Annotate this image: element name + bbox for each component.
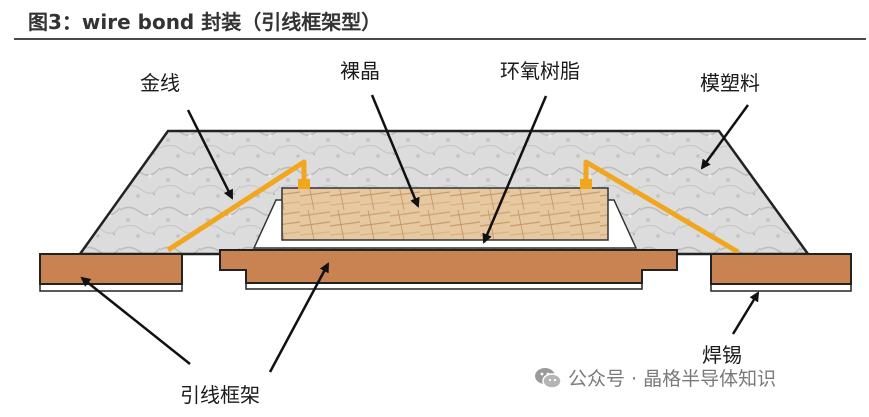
- lead-frame-left: [39, 253, 183, 285]
- label-molding: 模塑料: [700, 71, 760, 95]
- wechat-icon: [535, 367, 562, 389]
- arrow-gold-wire: [186, 109, 234, 200]
- arrow-solder: [731, 291, 760, 335]
- label-solder: 焊锡: [702, 343, 742, 367]
- watermark: 公众号 · 晶格半导体知识: [534, 364, 776, 391]
- arrow-bare-die: [370, 94, 420, 208]
- label-gold-wire: 金线: [140, 71, 180, 95]
- label-lead-frame: 引线框架: [180, 383, 260, 407]
- arrow-molding: [700, 104, 750, 170]
- arrow-lead-frame-center: [268, 262, 330, 373]
- bare-die: [281, 187, 609, 241]
- lead-frame-die-paddle: [219, 249, 678, 284]
- solder-left: [39, 283, 183, 292]
- arrow-lead-frame-left: [80, 276, 191, 365]
- gold-wire-right: [583, 159, 740, 255]
- label-epoxy: 环氧树脂: [500, 59, 580, 83]
- lead-frame-right: [710, 253, 852, 285]
- solder-right: [710, 283, 852, 292]
- arrow-epoxy: [482, 95, 548, 244]
- gold-wire-left: [166, 159, 307, 253]
- bond-pad-right: [580, 179, 592, 189]
- bond-pad-left: [298, 179, 310, 189]
- label-bare-die: 裸晶: [340, 59, 380, 83]
- figure-title: 图3：wire bond 封装（引线框架型）: [28, 10, 382, 34]
- title-divider: [14, 38, 866, 40]
- watermark-text: 公众号 · 晶格半导体知识: [568, 368, 777, 390]
